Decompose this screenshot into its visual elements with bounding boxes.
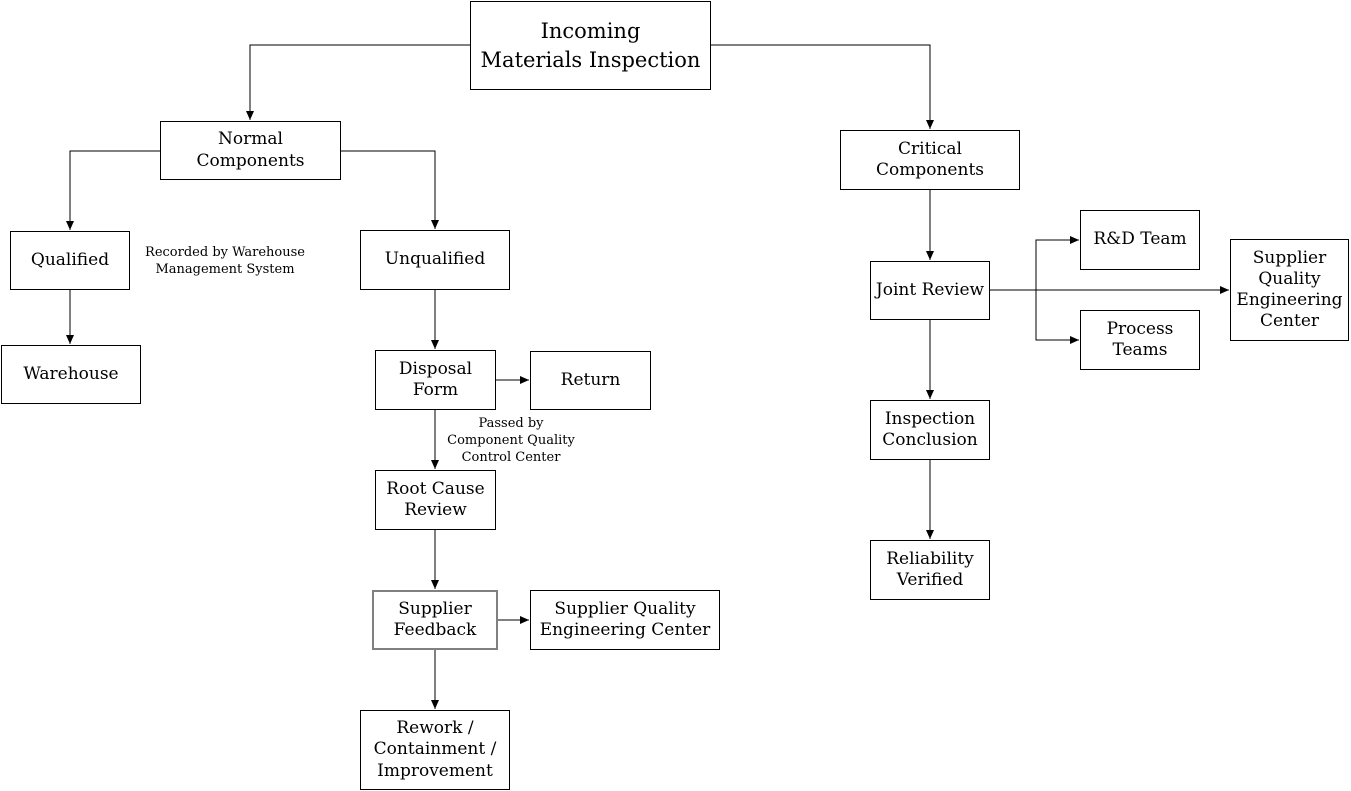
node-unqualified: Unqualified — [360, 230, 510, 290]
node-incoming-materials-inspection: Incoming Materials Inspection — [470, 1, 711, 90]
node-label-unqualified: Unqualified — [384, 249, 486, 270]
node-root-cause-review: Root Cause Review — [375, 470, 496, 530]
annotation-component-quality-note: Passed by Component Quality Control Cent… — [447, 416, 575, 465]
node-label-disposal-form: Disposal Form — [398, 358, 473, 400]
node-label-joint-review: Joint Review — [875, 279, 985, 300]
node-label-rd-team: R&D Team — [1093, 229, 1187, 250]
node-label-critical-components: Critical Components — [876, 138, 984, 180]
node-supplier-quality-engineering-center-left: Supplier Quality Engineering Center — [530, 590, 720, 650]
node-critical-components: Critical Components — [840, 130, 1020, 190]
node-rd-team: R&D Team — [1080, 210, 1200, 270]
edge-normal-to-qualified — [66, 150, 160, 230]
node-warehouse: Warehouse — [1, 345, 141, 404]
node-process-teams: Process Teams — [1080, 310, 1200, 370]
edge-jointreview-to-processteams — [1035, 290, 1079, 344]
node-label-process-teams: Process Teams — [1106, 318, 1174, 360]
edge-normal-to-unqualified — [341, 150, 439, 229]
node-qualified: Qualified — [10, 231, 130, 290]
node-label-qualified: Qualified — [30, 249, 110, 270]
node-label-inspection-conclusion: Inspection Conclusion — [882, 408, 978, 450]
node-joint-review: Joint Review — [870, 261, 990, 320]
edge-title-to-critical — [711, 44, 934, 129]
node-label-supplier-quality-engineering-center-right: Supplier Quality Engineering Center — [1236, 247, 1343, 332]
annotation-warehouse-management-note: Recorded by Warehouse Management System — [145, 245, 305, 277]
node-return: Return — [530, 351, 651, 410]
node-reliability-verified: Reliability Verified — [870, 540, 990, 600]
node-inspection-conclusion: Inspection Conclusion — [870, 400, 990, 460]
node-label-root-cause-review: Root Cause Review — [386, 478, 485, 520]
node-label-supplier-quality-engineering-center-left: Supplier Quality Engineering Center — [539, 598, 711, 640]
node-label-supplier-feedback: Supplier Feedback — [393, 598, 477, 640]
node-label-incoming-materials-inspection: Incoming Materials Inspection — [480, 19, 701, 72]
node-normal-components: Normal Components — [160, 121, 341, 180]
node-label-normal-components: Normal Components — [196, 129, 305, 171]
node-supplier-feedback: Supplier Feedback — [372, 590, 498, 650]
node-label-warehouse: Warehouse — [23, 363, 119, 384]
edge-title-to-normal — [246, 44, 470, 120]
node-label-reliability-verified: Reliability Verified — [886, 548, 974, 590]
edge-jointreview-to-rdteam — [1035, 236, 1079, 290]
node-disposal-form: Disposal Form — [375, 350, 496, 410]
node-label-return: Return — [560, 369, 621, 390]
node-label-rework-containment-improvement: Rework / Containment / Improvement — [373, 718, 497, 781]
node-rework-containment-improvement: Rework / Containment / Improvement — [360, 710, 510, 790]
node-supplier-quality-engineering-center-right: Supplier Quality Engineering Center — [1230, 239, 1349, 341]
